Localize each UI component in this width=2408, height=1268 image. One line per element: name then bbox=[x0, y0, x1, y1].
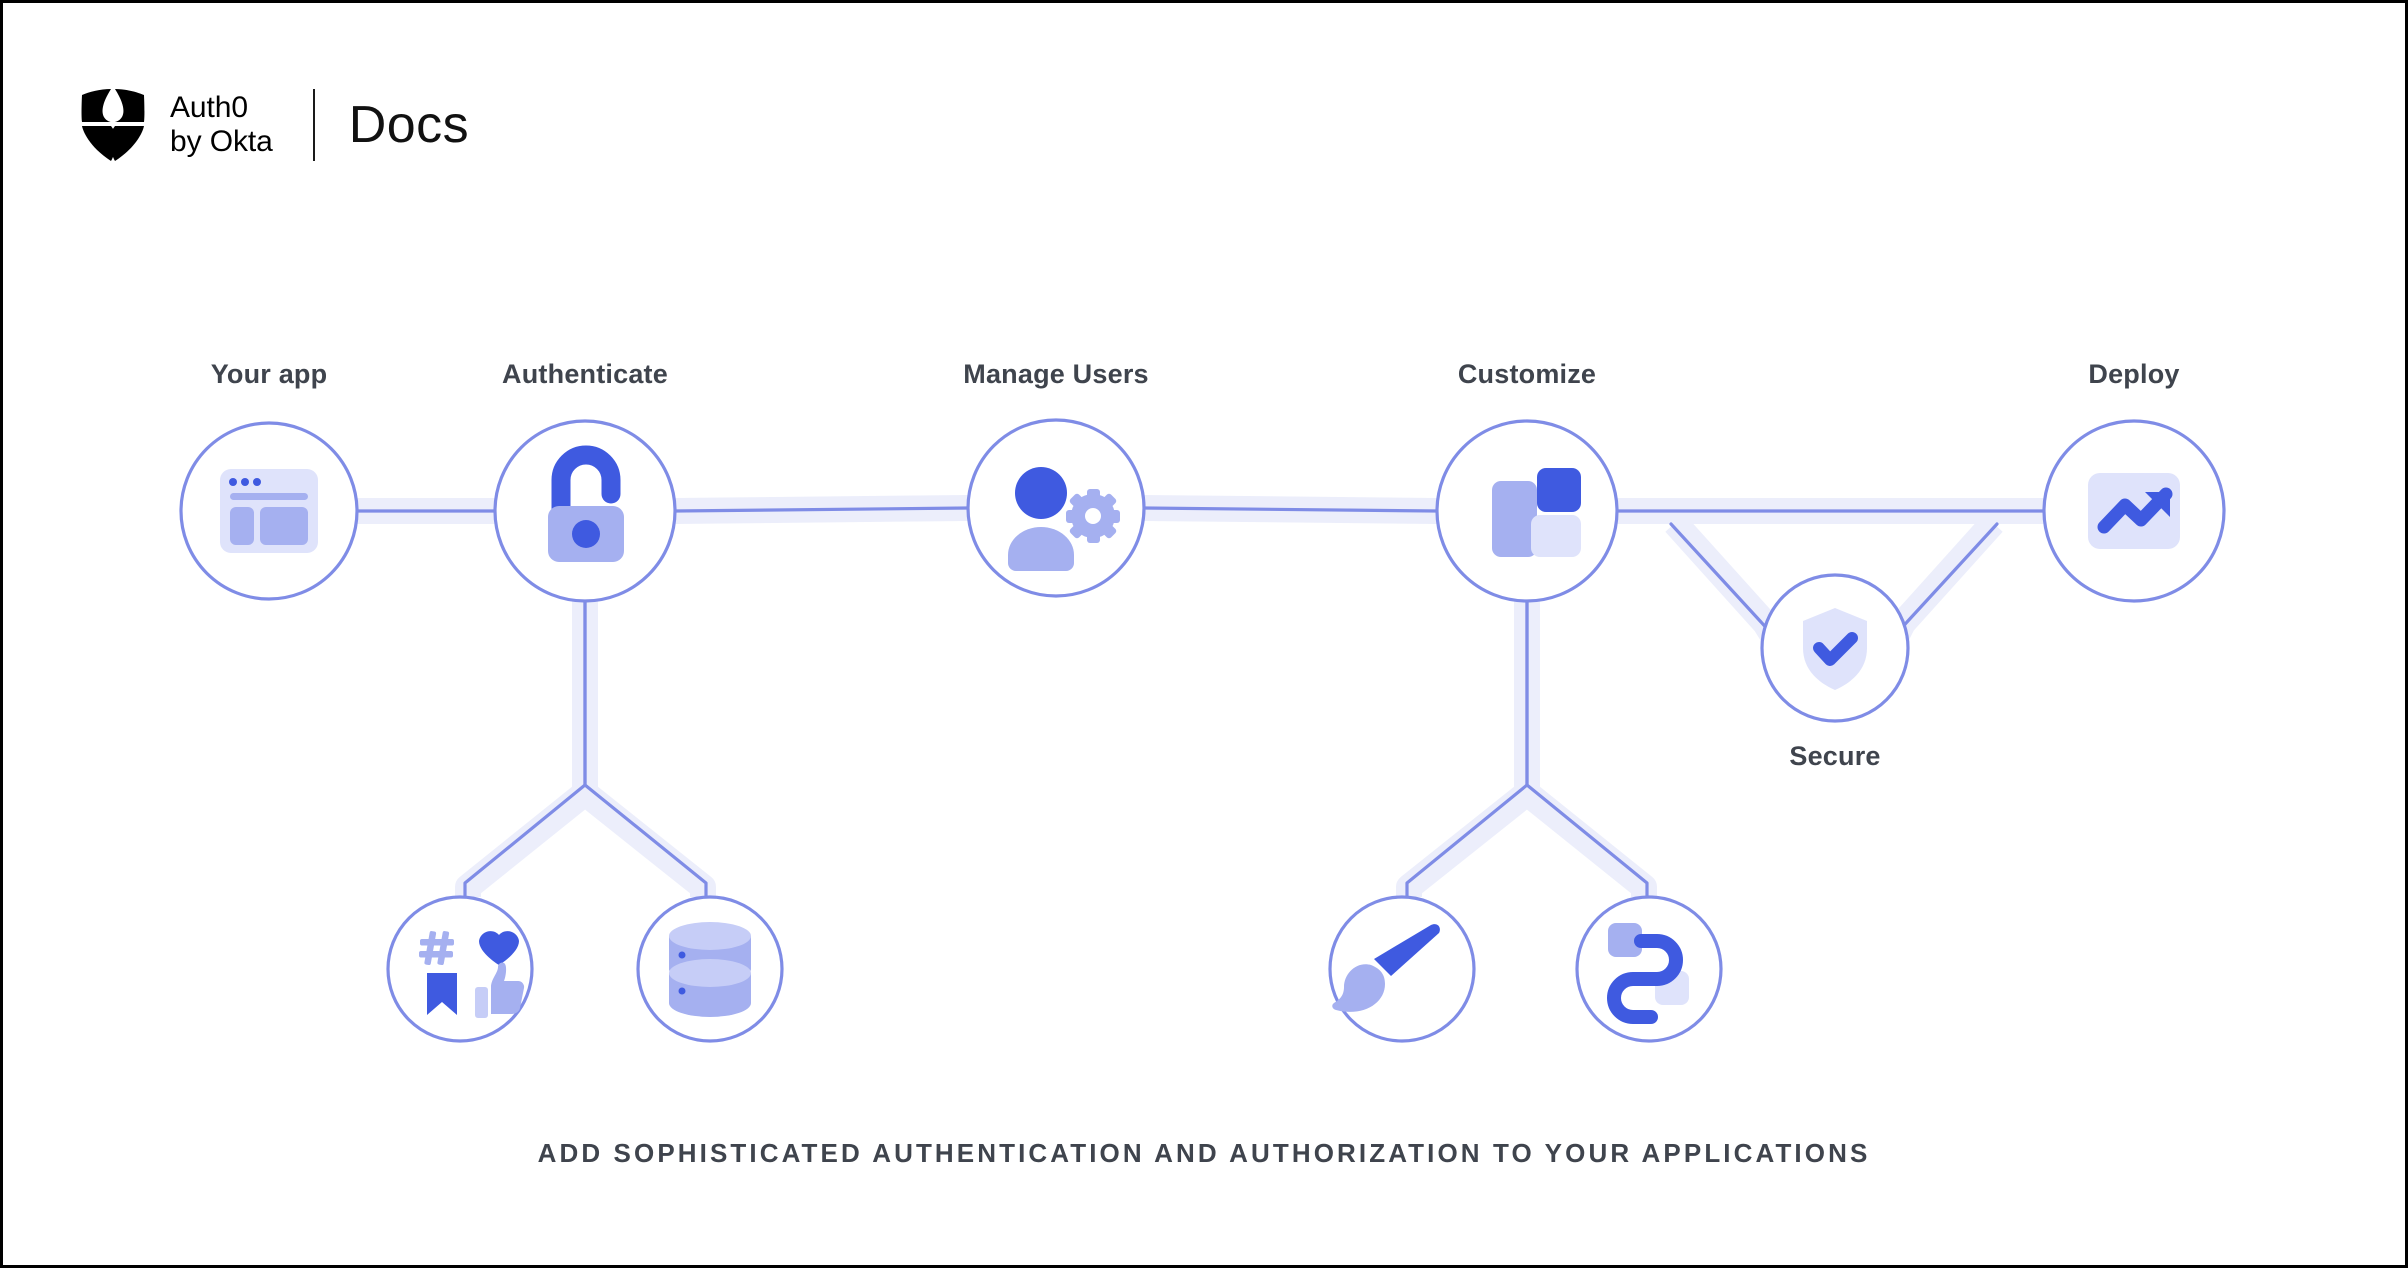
paint-brush-icon bbox=[1332, 924, 1440, 1012]
tagline: ADD SOPHISTICATED AUTHENTICATION AND AUT… bbox=[537, 1138, 1871, 1168]
auth0-shield-icon bbox=[81, 89, 145, 161]
node-brush[interactable] bbox=[1328, 895, 1476, 1043]
halo-customize-brush bbox=[1396, 601, 1540, 900]
node-label-your-app: Your app bbox=[210, 359, 328, 389]
halo-authenticate-social bbox=[455, 601, 598, 900]
edge-authenticate-database bbox=[583, 599, 708, 901]
node-circle-social[interactable] bbox=[386, 895, 534, 1043]
heart-icon bbox=[479, 931, 519, 965]
halo-customize-extend bbox=[1514, 601, 1657, 900]
node-manage-users[interactable] bbox=[966, 418, 1146, 598]
brand-wordmark: Auth0 by Okta bbox=[170, 91, 273, 159]
thumbs-up-icon bbox=[475, 962, 525, 1018]
browser-window-icon bbox=[220, 469, 318, 553]
database-icon bbox=[669, 922, 751, 1017]
workflow-diagram: Your app Authenticate Manage Users Custo… bbox=[3, 3, 2405, 1265]
node-label-customize: Customize bbox=[1457, 359, 1597, 389]
node-secure[interactable] bbox=[1760, 573, 1910, 723]
node-your-app[interactable] bbox=[179, 421, 359, 601]
node-customize[interactable] bbox=[1435, 419, 1619, 603]
flow-connector-icon bbox=[1607, 923, 1689, 1024]
halo-authenticate-database bbox=[572, 601, 716, 900]
brand-name-line2: by Okta bbox=[170, 125, 273, 158]
user-gear-icon bbox=[1008, 467, 1120, 571]
node-database[interactable] bbox=[636, 895, 784, 1043]
bookmark-icon bbox=[427, 973, 457, 1015]
node-authenticate[interactable] bbox=[493, 419, 677, 603]
node-label-authenticate: Authenticate bbox=[502, 359, 668, 389]
brand-name-line1: Auth0 bbox=[170, 90, 248, 124]
brand-header[interactable]: Auth0 by Okta Docs bbox=[78, 85, 469, 165]
layout-blocks-icon bbox=[1492, 468, 1581, 557]
node-deploy[interactable] bbox=[2042, 419, 2226, 603]
trending-up-icon bbox=[2088, 473, 2180, 549]
node-label-deploy: Deploy bbox=[2088, 359, 2180, 389]
edge-manageusers-customize bbox=[1142, 506, 1439, 513]
edge-customize-extend bbox=[1525, 599, 1649, 901]
brand-section-docs[interactable]: Docs bbox=[348, 96, 470, 154]
node-label-manage-users: Manage Users bbox=[963, 359, 1149, 389]
node-circle-brush[interactable] bbox=[1328, 895, 1476, 1043]
open-padlock-icon bbox=[548, 445, 624, 562]
node-social[interactable] bbox=[386, 895, 534, 1043]
edge-authenticate-manageusers bbox=[673, 506, 970, 513]
shield-check-icon bbox=[1803, 608, 1867, 690]
social-reactions-icon bbox=[419, 931, 525, 1018]
brand-divider bbox=[312, 89, 315, 161]
node-label-secure: Secure bbox=[1789, 741, 1881, 771]
node-extend[interactable] bbox=[1575, 895, 1723, 1043]
hashtag-icon bbox=[419, 931, 454, 966]
